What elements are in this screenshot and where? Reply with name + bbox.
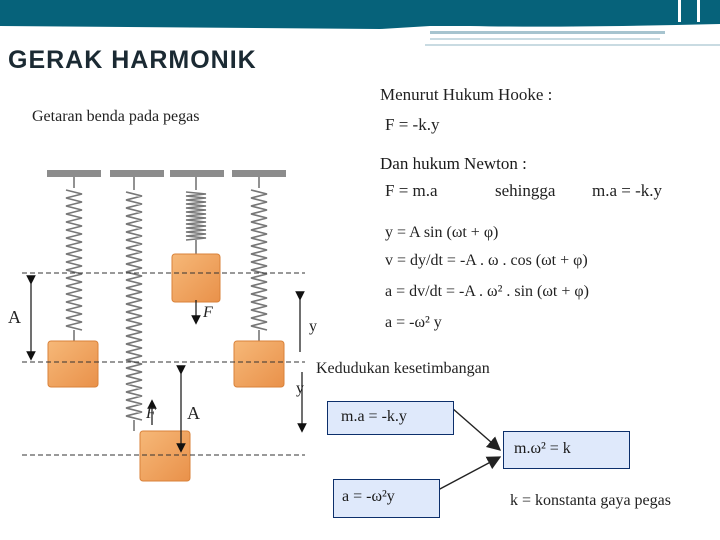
slide-title: GERAK HARMONIK: [8, 46, 257, 74]
equation-box-1-text: m.a = -k.y: [341, 408, 407, 425]
mass-block-2: [139, 430, 191, 482]
equation-box-1: m.a = -k.y: [327, 401, 454, 435]
equation-acceleration: a = dv/dt = -A . ω² . sin (ωt + φ): [385, 283, 589, 300]
equation-velocity: v = dy/dt = -A . ω . cos (ωt + φ): [385, 252, 588, 269]
equation-box-2: m.ω² = k: [503, 431, 630, 469]
equation-acceleration-short: a = -ω² y: [385, 314, 442, 331]
equation-box-2-text: m.ω² = k: [514, 440, 571, 457]
reference-lines: [22, 272, 305, 456]
mass-block-4: [233, 340, 285, 388]
equation-box-3: a = -ω²y: [333, 479, 440, 518]
label-force: F: [146, 405, 156, 422]
newton-intro: Dan hukum Newton :: [380, 154, 527, 173]
flow-arrow-1: [451, 407, 502, 451]
sehingga-text: sehingga: [495, 181, 556, 200]
flow-arrow-2: [437, 456, 502, 491]
equation-position: y = A sin (ωt + φ): [385, 224, 499, 241]
newton-equation: F = m.a: [385, 181, 438, 200]
label-amplitude: A: [187, 403, 200, 423]
label-displacement: y: [296, 380, 304, 397]
header-bar: [0, 0, 720, 22]
equilibrium-label: Kedudukan kesetimbangan: [316, 360, 490, 377]
diagram-caption: Getaran benda pada pegas: [32, 108, 200, 125]
spring-3: [185, 177, 207, 254]
label-force: F: [203, 304, 213, 321]
hooke-equation: F = -k.y: [385, 115, 440, 134]
mass-block-1: [47, 340, 99, 388]
header-bar-gap: [697, 0, 700, 22]
hooke-intro: Menurut Hukum Hooke :: [380, 85, 553, 104]
label-displacement: y: [309, 318, 317, 335]
spring-1: [65, 177, 83, 341]
spring-2: [125, 177, 143, 431]
mass-block-3: [171, 253, 221, 303]
header-decoration: [0, 22, 720, 46]
equation-box-3-text: a = -ω²y: [342, 488, 395, 505]
k-definition: k = konstanta gaya pegas: [510, 492, 671, 509]
ceiling-support: [47, 170, 286, 177]
label-amplitude: A: [8, 307, 21, 327]
spring-4: [250, 177, 268, 341]
header-bar-gap: [678, 0, 681, 22]
newton-result: m.a = -k.y: [592, 181, 663, 200]
